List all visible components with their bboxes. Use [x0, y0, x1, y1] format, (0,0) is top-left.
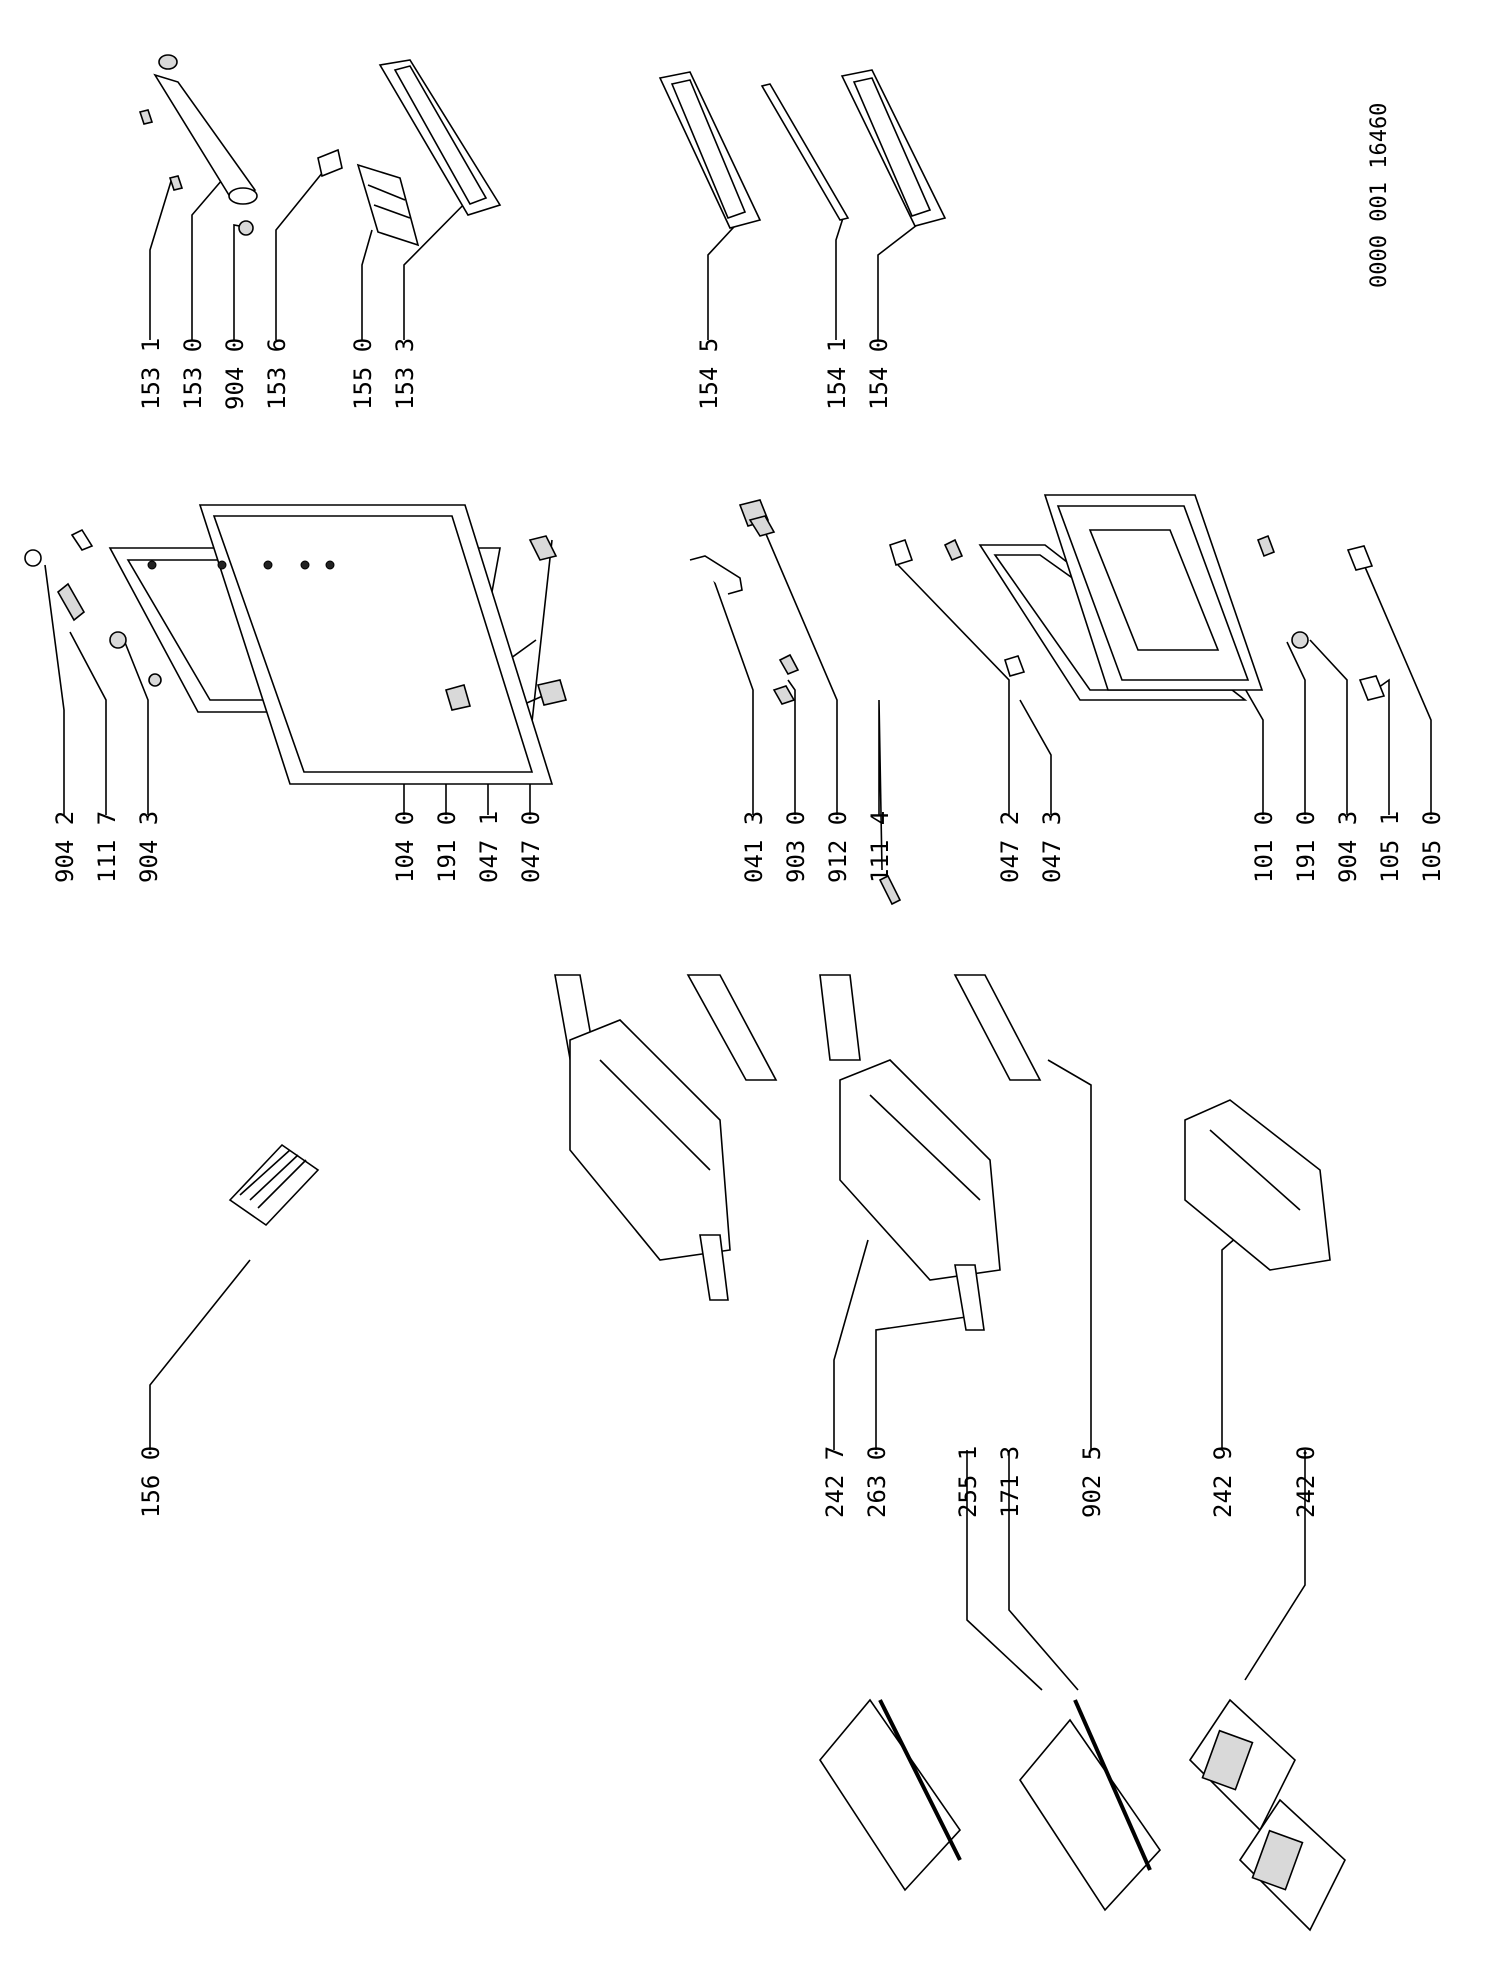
part-label: 154 0	[865, 338, 893, 410]
part-label: 101 0	[1250, 811, 1278, 883]
part-label: 902 5	[1078, 1446, 1106, 1518]
part-label: 153 3	[391, 338, 419, 410]
part-label: 904 0	[221, 338, 249, 410]
door-shelf-group-upper	[138, 54, 947, 247]
lower-door-assembly	[689, 494, 1386, 906]
part-label: 242 9	[1209, 1446, 1237, 1518]
part-label: 191 0	[433, 811, 461, 883]
part-label: 111 4	[866, 811, 894, 883]
part-label: 255 1	[954, 1446, 982, 1518]
crisper-drawers	[554, 974, 1331, 1331]
part-label: 155 0	[349, 338, 377, 410]
part-label: 171 3	[996, 1446, 1024, 1518]
part-label: 154 5	[695, 338, 723, 410]
part-label: 111 7	[93, 811, 121, 883]
glass-shelves	[819, 1698, 1162, 1912]
part-label: 242 7	[821, 1446, 849, 1518]
part-label: 153 0	[179, 338, 207, 410]
part-label: 904 3	[1334, 811, 1362, 883]
part-label: 047 2	[996, 811, 1024, 883]
freezer-baskets	[1188, 1698, 1346, 1932]
part-label: 903 0	[782, 811, 810, 883]
part-label: 904 2	[51, 811, 79, 883]
part-label: 912 0	[824, 811, 852, 883]
part-label: 904 3	[135, 811, 163, 883]
egg-tray	[228, 1143, 320, 1227]
part-label: 154 1	[823, 338, 851, 410]
part-label: 263 0	[863, 1446, 891, 1518]
part-label: 047 3	[1038, 811, 1066, 883]
part-label: 153 6	[263, 338, 291, 410]
part-label: 104 0	[391, 811, 419, 883]
part-label: 191 0	[1292, 811, 1320, 883]
upper-door-assembly	[24, 504, 568, 785]
part-label: 047 0	[517, 811, 545, 883]
part-label: 105 1	[1376, 811, 1404, 883]
part-label: 156 0	[137, 1446, 165, 1518]
part-label: 105 0	[1418, 811, 1446, 883]
part-label: 242 0	[1292, 1446, 1320, 1518]
part-label: 047 1	[475, 811, 503, 883]
part-label: 041 3	[740, 811, 768, 883]
document-code: 0000 001 16460	[1367, 103, 1392, 288]
part-label: 153 1	[137, 338, 165, 410]
